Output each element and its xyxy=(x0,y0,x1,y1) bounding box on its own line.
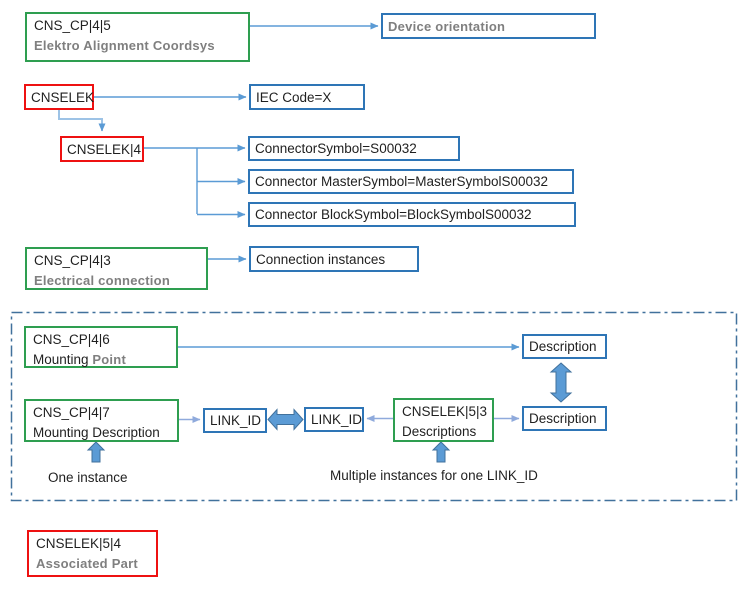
node-label: Connection instances xyxy=(256,251,386,267)
node-description-bottom: Description xyxy=(522,406,607,431)
up-arrow-one-instance-icon xyxy=(86,441,106,463)
node-link-id-left: LINK_ID xyxy=(203,408,267,433)
double-arrow-link-id-icon xyxy=(267,408,304,431)
node-subtitle: Associated Part xyxy=(36,556,139,571)
elbow-cnselek-to-cnselek-4 xyxy=(58,110,106,132)
node-cns-cp-4-3: CNS_CP|4|3 Electrical connection xyxy=(25,247,208,290)
node-link-id-right: LINK_ID xyxy=(304,407,364,432)
node-cnselek: CNSELEK xyxy=(24,84,94,110)
node-id: CNSELEK|5|3 xyxy=(402,404,488,419)
node-id: CNSELEK xyxy=(31,89,95,105)
up-arrow-multiple-instances-icon xyxy=(431,441,451,463)
node-label: Device orientation xyxy=(388,18,506,34)
node-id: CNSELEK|4 xyxy=(67,141,142,157)
node-label: LINK_ID xyxy=(210,413,262,428)
node-id: CNS_CP|4|7 xyxy=(33,405,110,420)
node-iec-code: IEC Code=X xyxy=(249,84,365,110)
node-cnselek-4: CNSELEK|4 xyxy=(60,136,144,162)
double-arrow-description-icon xyxy=(549,362,573,403)
annotation-multiple-instances: Multiple instances for one LINK_ID xyxy=(330,468,538,483)
node-subtitle: Mounting Description xyxy=(33,425,160,440)
node-device-orientation: Device orientation xyxy=(381,13,596,39)
node-label: Connector BlockSymbol=BlockSymbolS00032 xyxy=(255,207,532,222)
node-subtitle: Mounting Point xyxy=(33,352,127,367)
node-subtitle: Descriptions xyxy=(402,424,477,439)
node-id: CNS_CP|4|5 xyxy=(34,18,111,33)
node-label: IEC Code=X xyxy=(256,89,332,105)
node-cns-cp-4-7: CNS_CP|4|7 Mounting Description xyxy=(24,399,179,442)
node-id: CNS_CP|4|6 xyxy=(33,332,110,347)
node-description-top: Description xyxy=(522,334,607,359)
node-cns-cp-4-5: CNS_CP|4|5 Elektro Alignment Coordsys xyxy=(25,12,250,62)
annotation-one-instance: One instance xyxy=(48,470,128,485)
node-label: Connector MasterSymbol=MasterSymbolS0003… xyxy=(255,174,549,189)
node-connector-master-symbol: Connector MasterSymbol=MasterSymbolS0003… xyxy=(248,169,574,194)
node-subtitle: Electrical connection xyxy=(34,273,171,288)
node-connection-instances: Connection instances xyxy=(249,246,419,272)
node-label: Description xyxy=(529,339,597,354)
node-subtitle: Elektro Alignment Coordsys xyxy=(34,38,215,53)
node-label: ConnectorSymbol=S00032 xyxy=(255,141,417,156)
node-cnselek-5-4: CNSELEK|5|4 Associated Part xyxy=(27,530,158,577)
node-cnselek-5-3: CNSELEK|5|3 Descriptions xyxy=(393,398,494,442)
node-id: CNSELEK|5|4 xyxy=(36,536,122,551)
node-id: CNS_CP|4|3 xyxy=(34,253,111,268)
mounting-group-frame xyxy=(10,311,738,502)
node-connector-symbol: ConnectorSymbol=S00032 xyxy=(248,136,460,161)
node-label: Description xyxy=(529,411,597,426)
node-connector-block-symbol: Connector BlockSymbol=BlockSymbolS00032 xyxy=(248,202,576,227)
node-cns-cp-4-6: CNS_CP|4|6 Mounting Point xyxy=(24,326,178,368)
node-label: LINK_ID xyxy=(311,412,363,427)
